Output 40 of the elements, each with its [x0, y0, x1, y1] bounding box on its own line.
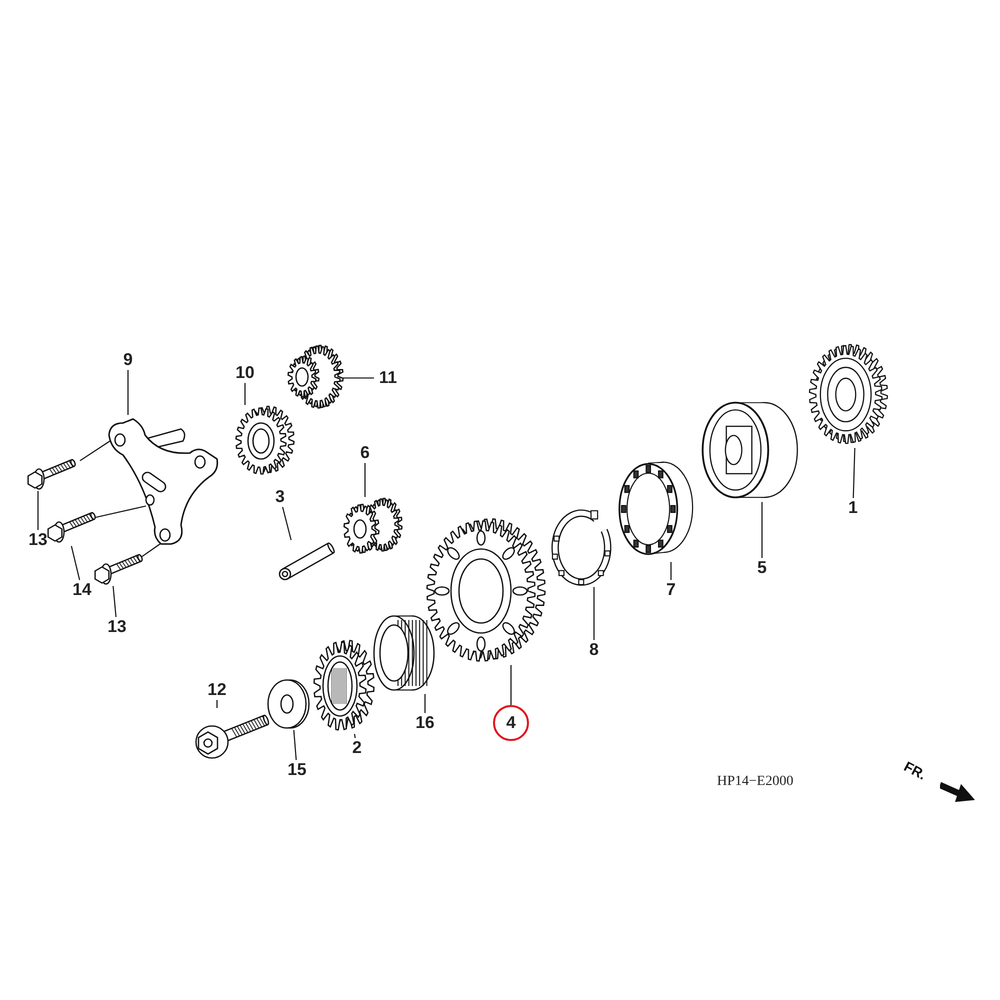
callout-number: 13: [103, 617, 131, 637]
drawing-code: HP14−E2000: [717, 774, 794, 790]
leader-line: [293, 730, 297, 760]
leader-line: [112, 586, 117, 618]
leader-line: [282, 506, 292, 540]
callout-number: 16: [411, 713, 439, 733]
leader-line: [127, 370, 129, 415]
leader-line: [216, 700, 218, 708]
leader-line: [37, 491, 39, 530]
callout-number: 9: [114, 350, 142, 370]
callout-number: 5: [748, 558, 776, 578]
callout-number: 7: [657, 580, 685, 600]
leader-line: [80, 440, 110, 462]
leader-line: [510, 665, 512, 705]
leader-line: [142, 544, 160, 558]
callout-number: 14: [68, 580, 96, 600]
callout-number: 10: [231, 363, 259, 383]
leader-line: [364, 463, 366, 497]
leader-line: [852, 448, 856, 498]
callout-number: 13: [24, 530, 52, 550]
leader-line: [761, 502, 763, 558]
leader-line: [424, 694, 426, 713]
leader-line: [593, 587, 595, 640]
callout-number: 11: [374, 368, 402, 388]
washer-drawing: [265, 678, 311, 730]
callout-number: 6: [351, 443, 379, 463]
leader-line: [354, 734, 356, 738]
callout-number: 2: [343, 738, 371, 758]
leader-line: [244, 383, 246, 405]
callout-number: 3: [266, 487, 294, 507]
callout-number: 12: [203, 680, 231, 700]
front-direction-label: FR.: [902, 758, 929, 783]
leader-line: [94, 505, 146, 518]
callout-number: 15: [283, 760, 311, 780]
leader-line: [70, 546, 80, 580]
callout-number: 4: [493, 705, 529, 741]
callout-number: 1: [839, 498, 867, 518]
leader-line: [342, 377, 374, 379]
callout-number: 8: [580, 640, 608, 660]
leader-line: [670, 562, 672, 580]
